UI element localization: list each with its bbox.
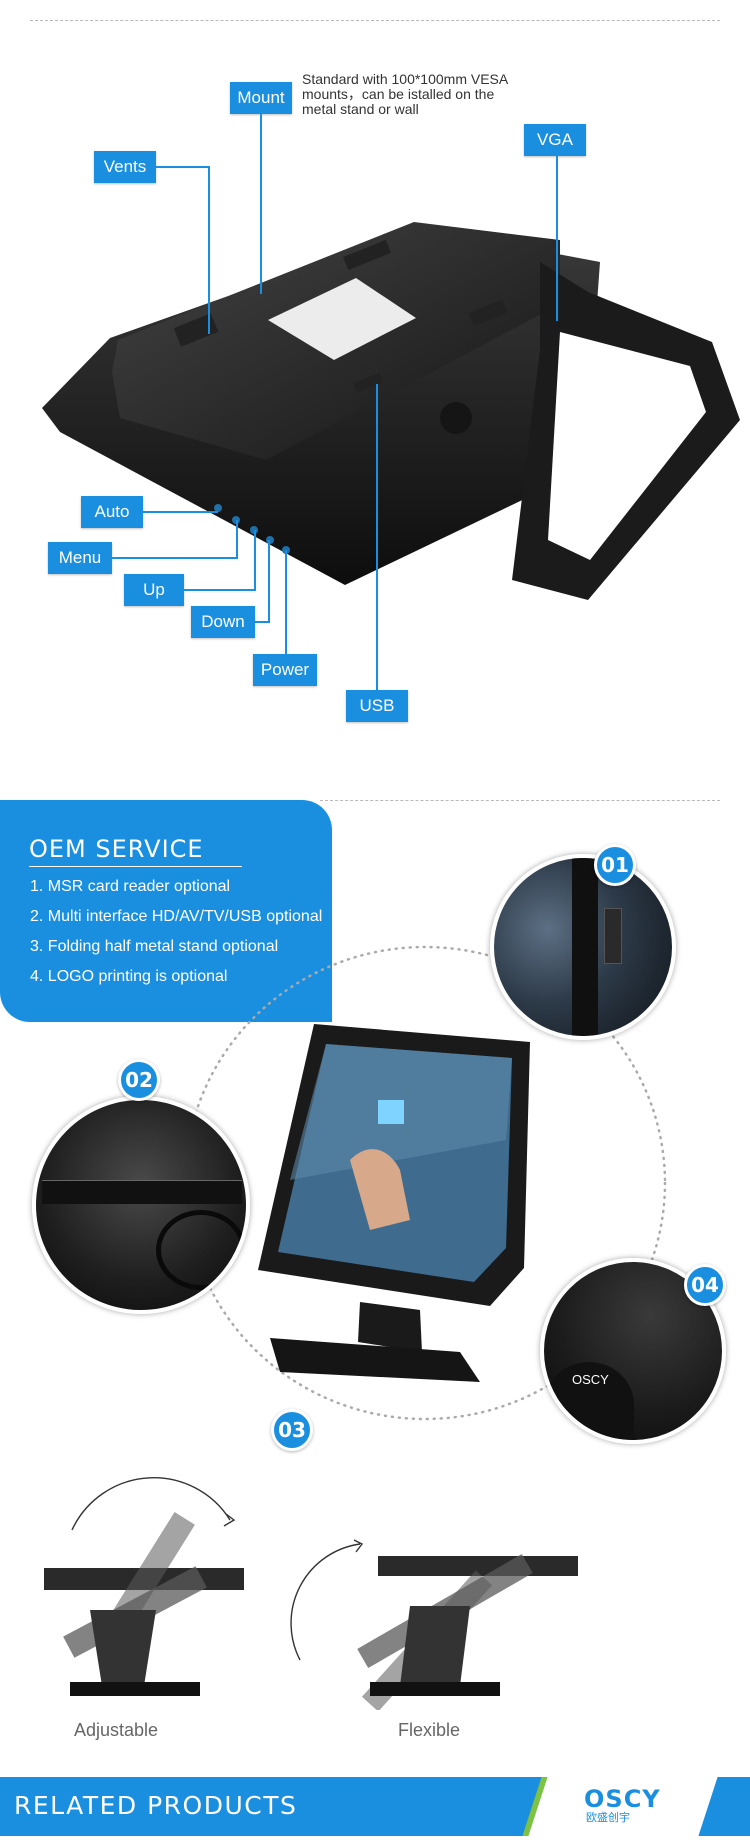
vent-grille-left bbox=[173, 313, 219, 347]
main-monitor-illustration bbox=[258, 1024, 530, 1382]
cable bbox=[156, 1210, 246, 1290]
top-divider bbox=[30, 20, 720, 21]
down-leader-drop bbox=[268, 540, 270, 623]
rear-ports-photo bbox=[32, 1096, 250, 1314]
up-leader-line bbox=[184, 589, 256, 591]
badge-03: 03 bbox=[271, 1409, 313, 1451]
oem-item: 3. Folding half metal stand optional bbox=[30, 938, 279, 955]
stand-base bbox=[544, 1362, 634, 1440]
oscy-logo-text: OSCY bbox=[584, 1785, 661, 1813]
up-leader-drop bbox=[254, 530, 256, 591]
badge-01: 01 bbox=[594, 844, 636, 886]
down-label: Down bbox=[191, 606, 255, 638]
vents-leader-line bbox=[156, 166, 210, 168]
auto-leader-line bbox=[143, 511, 218, 513]
monitor-back-illustration bbox=[42, 222, 740, 600]
power-leader-line bbox=[285, 550, 287, 654]
vents-leader-drop bbox=[208, 166, 210, 334]
usb-label: USB bbox=[346, 690, 408, 722]
mount-label: Mount bbox=[230, 82, 292, 114]
vga-leader-line bbox=[556, 156, 558, 321]
flexible-illustration bbox=[290, 1539, 578, 1710]
oem-title-rule bbox=[29, 866, 242, 867]
oem-item: 2. Multi interface HD/AV/TV/USB optional bbox=[30, 908, 323, 925]
msr-reader-photo bbox=[490, 854, 676, 1040]
oscy-logo[interactable]: OSCY 欧盛创宇 bbox=[584, 1786, 694, 1830]
oem-panel bbox=[0, 800, 332, 1022]
badge-04: 04 bbox=[684, 1264, 726, 1306]
down-leader-line bbox=[255, 621, 270, 623]
usb-leader-line bbox=[376, 384, 378, 690]
power-label: Power bbox=[253, 654, 317, 686]
mount-leader-line bbox=[260, 114, 262, 294]
related-products-title: RELATED PRODUCTS bbox=[14, 1791, 298, 1820]
msr-slot bbox=[604, 908, 622, 964]
middle-divider bbox=[320, 800, 720, 801]
oem-item: 1. MSR card reader optional bbox=[30, 878, 231, 895]
oscy-logo-subtext: 欧盛创宇 bbox=[586, 1812, 630, 1824]
mount-note: Standard with 100*100mm VESA mounts，can … bbox=[302, 71, 508, 117]
oscy-brand: OSCY bbox=[572, 1372, 609, 1387]
port-strip bbox=[42, 1180, 242, 1204]
badge-02: 02 bbox=[118, 1059, 160, 1101]
vents-label: Vents bbox=[94, 151, 156, 183]
up-label: Up bbox=[124, 574, 184, 606]
menu-label: Menu bbox=[48, 542, 112, 574]
menu-leader-drop bbox=[236, 520, 238, 559]
screen-edge bbox=[572, 858, 598, 1036]
adjustable-illustration bbox=[44, 1477, 244, 1696]
vga-label: VGA bbox=[524, 124, 586, 156]
vent-grille-right bbox=[343, 239, 391, 271]
highlighted-app-icon bbox=[378, 1100, 404, 1124]
oem-item: 4. LOGO printing is optional bbox=[30, 968, 228, 985]
caption-adjustable: Adjustable bbox=[74, 1720, 159, 1740]
oem-title: OEM SERVICE bbox=[29, 835, 204, 863]
menu-leader-line bbox=[112, 557, 238, 559]
auto-label: Auto bbox=[81, 496, 143, 528]
caption-flexible: Flexible bbox=[398, 1720, 461, 1740]
